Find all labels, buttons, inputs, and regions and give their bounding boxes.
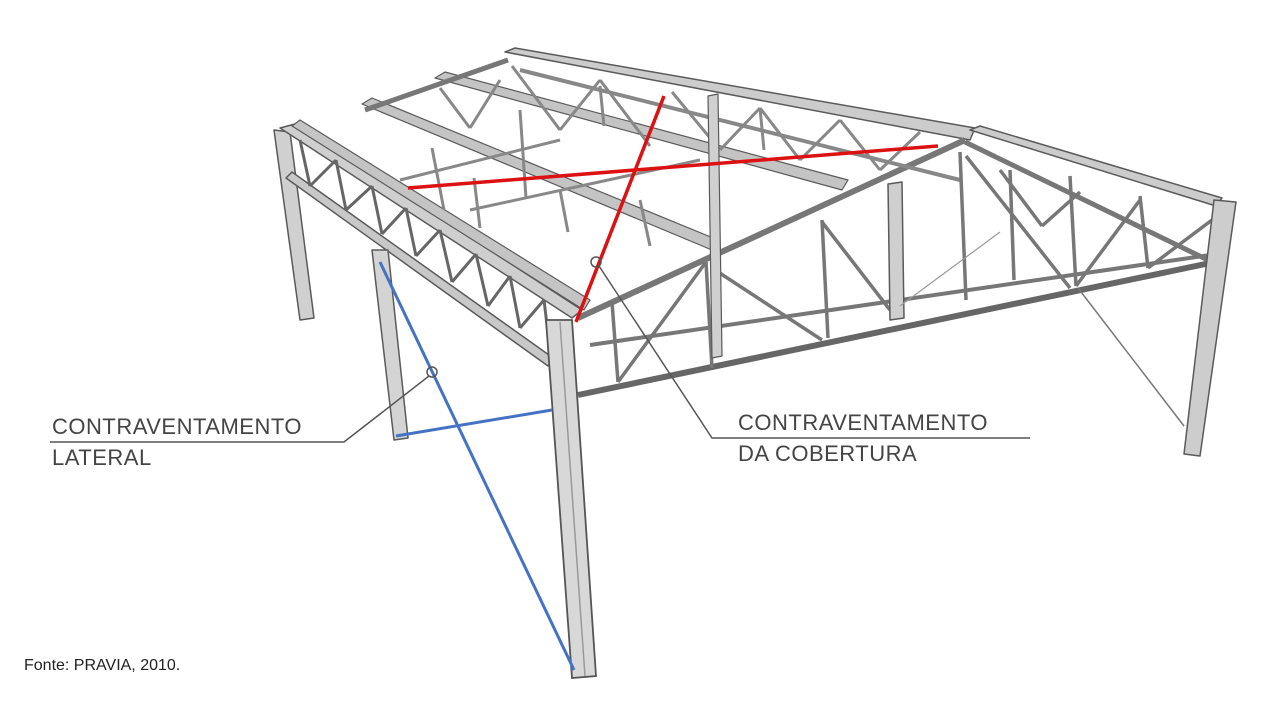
interior-column: [887, 181, 905, 321]
lateral-bracing-label-line1: CONTRAVENTAMENTO: [52, 414, 303, 439]
roof-leader-line: [598, 265, 1030, 439]
back-right-top-chord: [969, 125, 1223, 207]
lateral-bracing-diagonal: [378, 261, 576, 671]
transverse-truss-3: [577, 259, 1216, 398]
roof-bracing-label-line2: DA COBERTURA: [738, 441, 918, 466]
roof-bracing-diagonal-1: [407, 144, 939, 190]
figure-source: Fonte: PRAVIA, 2010.: [24, 657, 181, 674]
back-tie-2: [899, 231, 1001, 307]
lateral-leader-marker: [426, 366, 438, 378]
interior-column-2: [707, 93, 723, 359]
back-right-tie: [1077, 287, 1185, 427]
left-frame: [273, 123, 583, 441]
left-truss-top-chord: [279, 123, 583, 319]
lateral-bracing-strut: [395, 408, 553, 438]
right-truss-bottom: [963, 139, 1214, 265]
lateral-bracing: [378, 261, 576, 671]
purlin-2: [361, 97, 719, 251]
roof-bracing-diagonal-2: [574, 95, 666, 323]
front-column-flange: [559, 321, 586, 677]
lateral-bracing-label-line2: LATERAL: [52, 445, 152, 470]
transverse-truss-1: [364, 57, 509, 113]
back-frames: [291, 47, 1237, 457]
left-corner-column: [273, 129, 315, 321]
back-truss-web: [399, 65, 922, 247]
roof-bracing-label-line1: CONTRAVENTAMENTO: [738, 410, 989, 435]
transverse-truss-2: [576, 137, 967, 321]
roof-leader-marker: [590, 256, 602, 268]
callout-leaders: [50, 256, 1030, 443]
left-truss-web: [298, 139, 552, 351]
front-corner-column: [545, 319, 597, 679]
left-middle-column: [371, 249, 409, 441]
right-corner-column: [1183, 199, 1237, 457]
purlin-3: [291, 119, 591, 311]
lateral-leader-line: [50, 375, 430, 443]
roof-bracing: [407, 95, 939, 323]
